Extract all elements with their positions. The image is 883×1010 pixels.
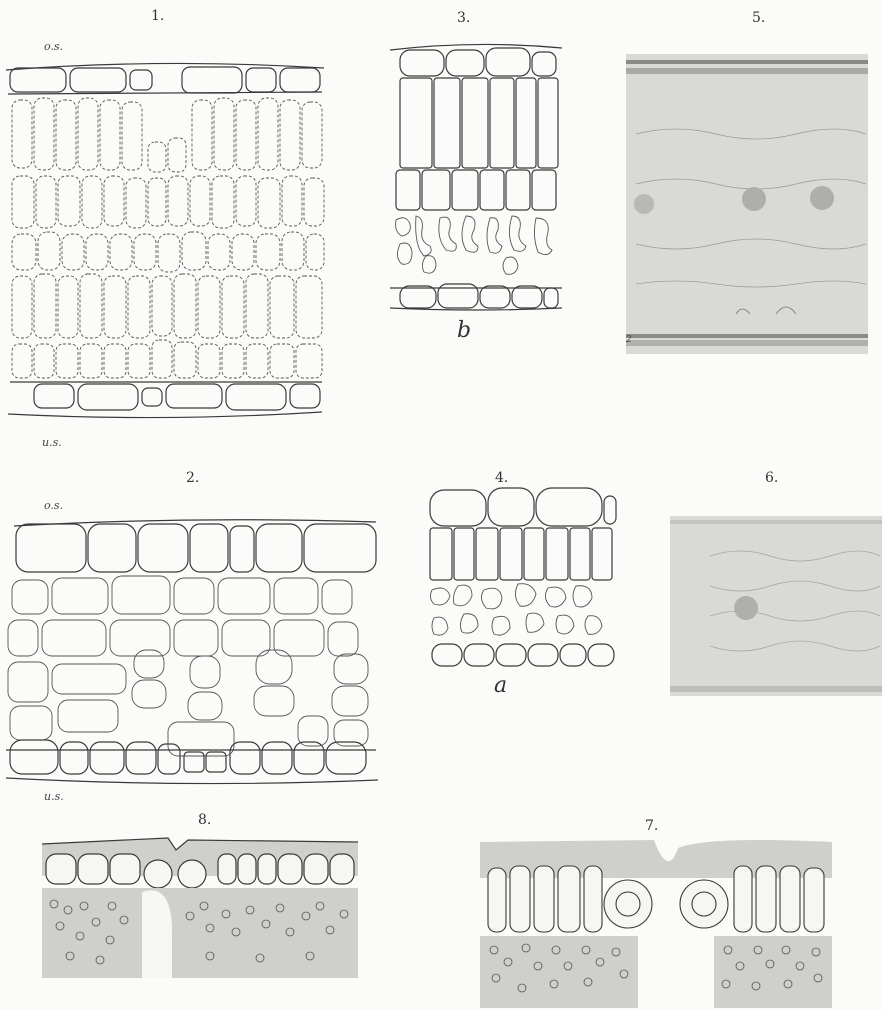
figure-2-bottom-label: u.s. [44,790,64,803]
figure-8-drawing [40,836,370,1008]
figure-4-letter: a [494,673,507,698]
figure-1-number: 1. [151,8,164,24]
figure-7-number: 7. [645,818,658,834]
figure-2-top-label: o.s. [44,499,63,512]
figure-3-letter: b [457,318,471,343]
figure-1-bottom-label: u.s. [42,436,62,449]
figure-6-number: 6. [765,470,778,486]
figure-3-drawing [386,30,566,316]
figure-4-number: 4. [495,470,508,486]
figure-3-number: 3. [457,10,470,26]
figure-8-number: 8. [198,812,211,828]
figure-5-photo [626,54,868,354]
figure-7-drawing [478,838,834,1010]
figure-6-photo [670,516,882,696]
figure-1-drawing [4,58,334,436]
figure-5-number: 5. [752,10,765,26]
figure-2-drawing [2,516,384,788]
figure-4-drawing [424,486,620,672]
figure-2-number: 2. [186,470,199,486]
figure-1-top-label: o.s. [44,40,63,53]
figure-5-corner-mark: 2 [626,335,632,345]
